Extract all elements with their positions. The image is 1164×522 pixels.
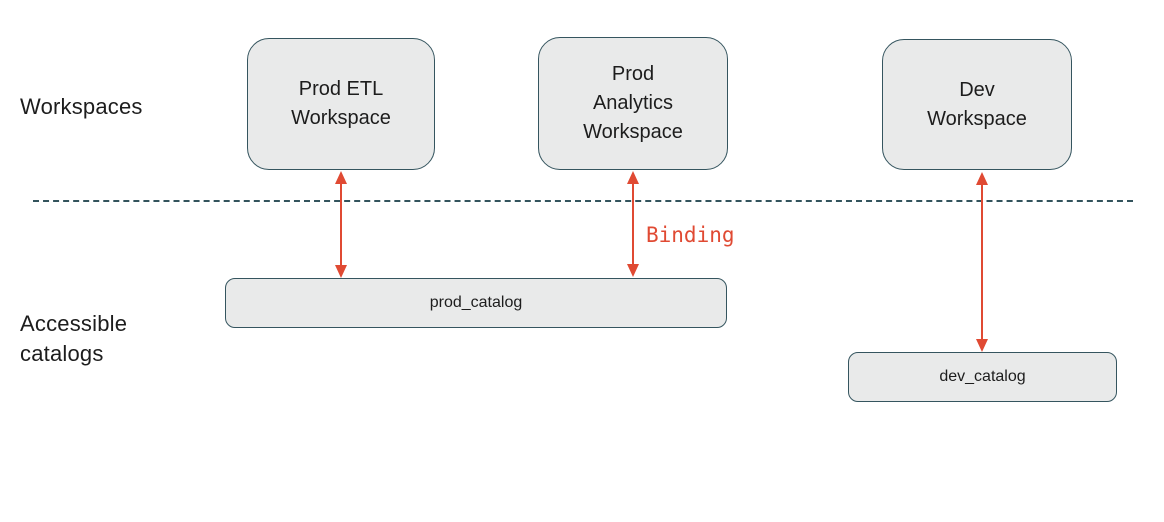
workspace-label-line: Dev [959, 78, 995, 101]
workspace-box-prod-etl: Prod ETL Workspace [247, 38, 435, 170]
arrow-shaft [632, 181, 634, 267]
binding-arrow-prod-analytics [626, 171, 640, 277]
arrow-head-down-icon [976, 339, 988, 352]
arrow-head-up-icon [976, 172, 988, 185]
catalog-box-prod: prod_catalog [225, 278, 727, 328]
arrow-head-down-icon [335, 265, 347, 278]
workspaces-catalogs-divider-line [33, 200, 1133, 202]
workspace-box-label: Dev Workspace [927, 76, 1027, 134]
binding-arrow-dev [975, 172, 989, 352]
workspace-box-prod-analytics: Prod Analytics Workspace [538, 37, 728, 170]
binding-arrow-prod-etl [334, 171, 348, 278]
workspace-label-line: Prod [611, 63, 655, 85]
arrow-head-down-icon [627, 264, 639, 277]
catalog-box-dev: dev_catalog [848, 352, 1117, 402]
workspace-box-label: Prod Analytics Workspace [583, 60, 683, 147]
workspace-box-dev: Dev Workspace [882, 39, 1072, 170]
arrow-head-up-icon [335, 171, 347, 184]
workspace-box-label: Prod ETL Workspace [291, 75, 391, 133]
workspace-label-line: Workspace [291, 107, 391, 129]
accessible-catalogs-row-label: Accessible catalogs [20, 311, 128, 366]
workspace-label-line: Analytics [592, 92, 673, 114]
workspace-label-line: Workspace [583, 121, 683, 143]
workspace-label-line: Workspace [927, 107, 1027, 130]
binding-label: Binding [646, 223, 735, 247]
arrow-shaft [340, 181, 342, 268]
catalog-box-label: prod_catalog [429, 294, 523, 311]
workspace-label-line: Prod ETL [298, 78, 384, 100]
workspaces-row-label: Workspaces [20, 94, 143, 119]
catalog-box-label: dev_catalog [939, 368, 1026, 385]
arrow-head-up-icon [627, 171, 639, 184]
arrow-shaft [981, 182, 983, 342]
